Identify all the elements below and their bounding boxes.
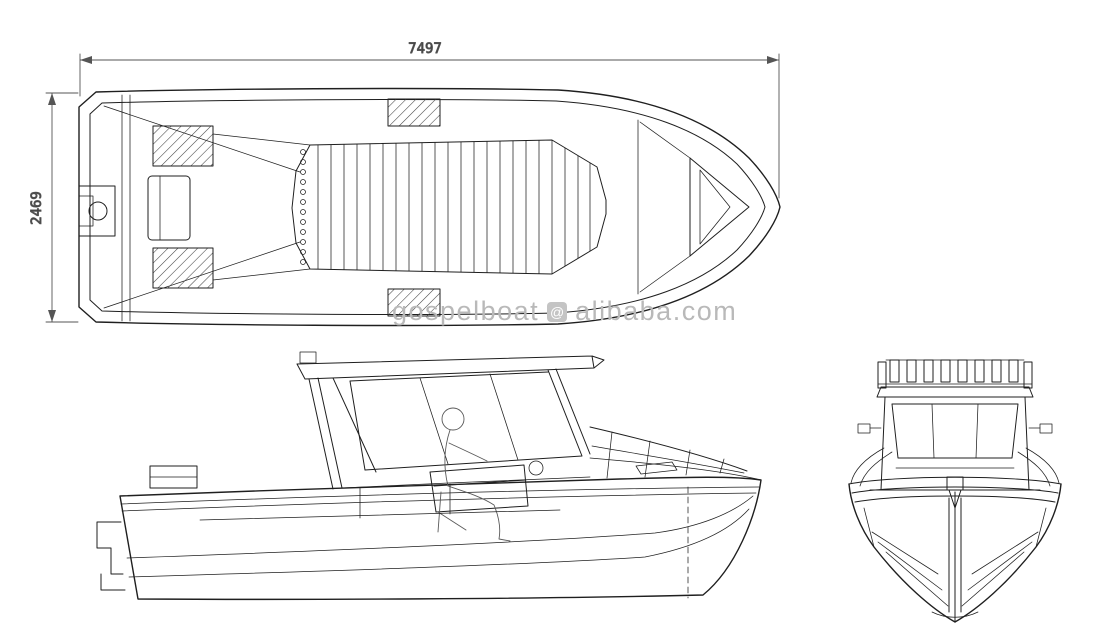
cockpit-deck-lines <box>199 476 591 521</box>
rub-rails <box>120 486 760 512</box>
plan-view: 7497 2469 <box>29 41 781 327</box>
stem-lines <box>948 491 962 623</box>
roof-rear-step <box>299 351 317 364</box>
watermark-brand: gospelboat <box>392 296 540 326</box>
front-rails <box>850 447 1060 487</box>
side-pad-bottom <box>387 288 441 317</box>
helm-console <box>429 464 529 513</box>
side-pad-top <box>387 98 441 127</box>
plan-hull-outline <box>78 87 781 327</box>
dimension-length: 7497 <box>79 41 780 199</box>
watermark-site: alibaba.com <box>575 296 738 326</box>
stern-seat-bottom <box>152 247 214 289</box>
stern-motor-bracket <box>78 185 116 237</box>
at-glyph: @ <box>550 303 565 320</box>
cockpit-floor <box>291 139 607 275</box>
foredeck-edge <box>589 457 758 480</box>
windscreen-mullions <box>419 373 519 465</box>
roof-rack <box>877 359 1033 389</box>
keel-shadow <box>931 611 979 618</box>
stern-deck-box <box>149 465 198 489</box>
driver-figure <box>437 407 511 542</box>
profile-hull-outline <box>119 476 762 601</box>
roof-slab <box>876 386 1034 398</box>
profile-view <box>96 351 762 601</box>
floor-edge-dots <box>300 149 306 265</box>
helm-console-plan <box>147 175 191 241</box>
transom-lines <box>121 94 131 322</box>
length-dimension-label: 7497 <box>408 41 442 57</box>
bow-anchor-locker <box>637 119 750 295</box>
floor-rib-lines <box>317 140 591 274</box>
windshield-mullions <box>931 403 979 459</box>
stern-seat-top <box>152 125 214 167</box>
rear-pillars <box>308 377 377 490</box>
foredeck-hatch <box>635 461 678 475</box>
chine-lines <box>126 495 754 578</box>
windscreen-frame <box>349 368 591 471</box>
dimension-beam: 2469 <box>29 92 79 323</box>
cabin-roof <box>296 355 605 380</box>
cabin-structure <box>296 351 605 513</box>
windshield <box>891 403 1019 459</box>
transom-bracket <box>96 521 126 591</box>
bow-rail <box>589 426 748 479</box>
side-nav-lights <box>857 423 1053 434</box>
watermark: gospelboat @ alibaba.com <box>392 296 737 327</box>
bow-view <box>848 359 1062 623</box>
beam-dimension-label: 2469 <box>29 191 45 225</box>
at-icon: @ <box>547 301 568 322</box>
cabin-front <box>857 359 1053 491</box>
hull-strakes <box>863 507 1047 607</box>
steering-wheel <box>528 460 544 476</box>
